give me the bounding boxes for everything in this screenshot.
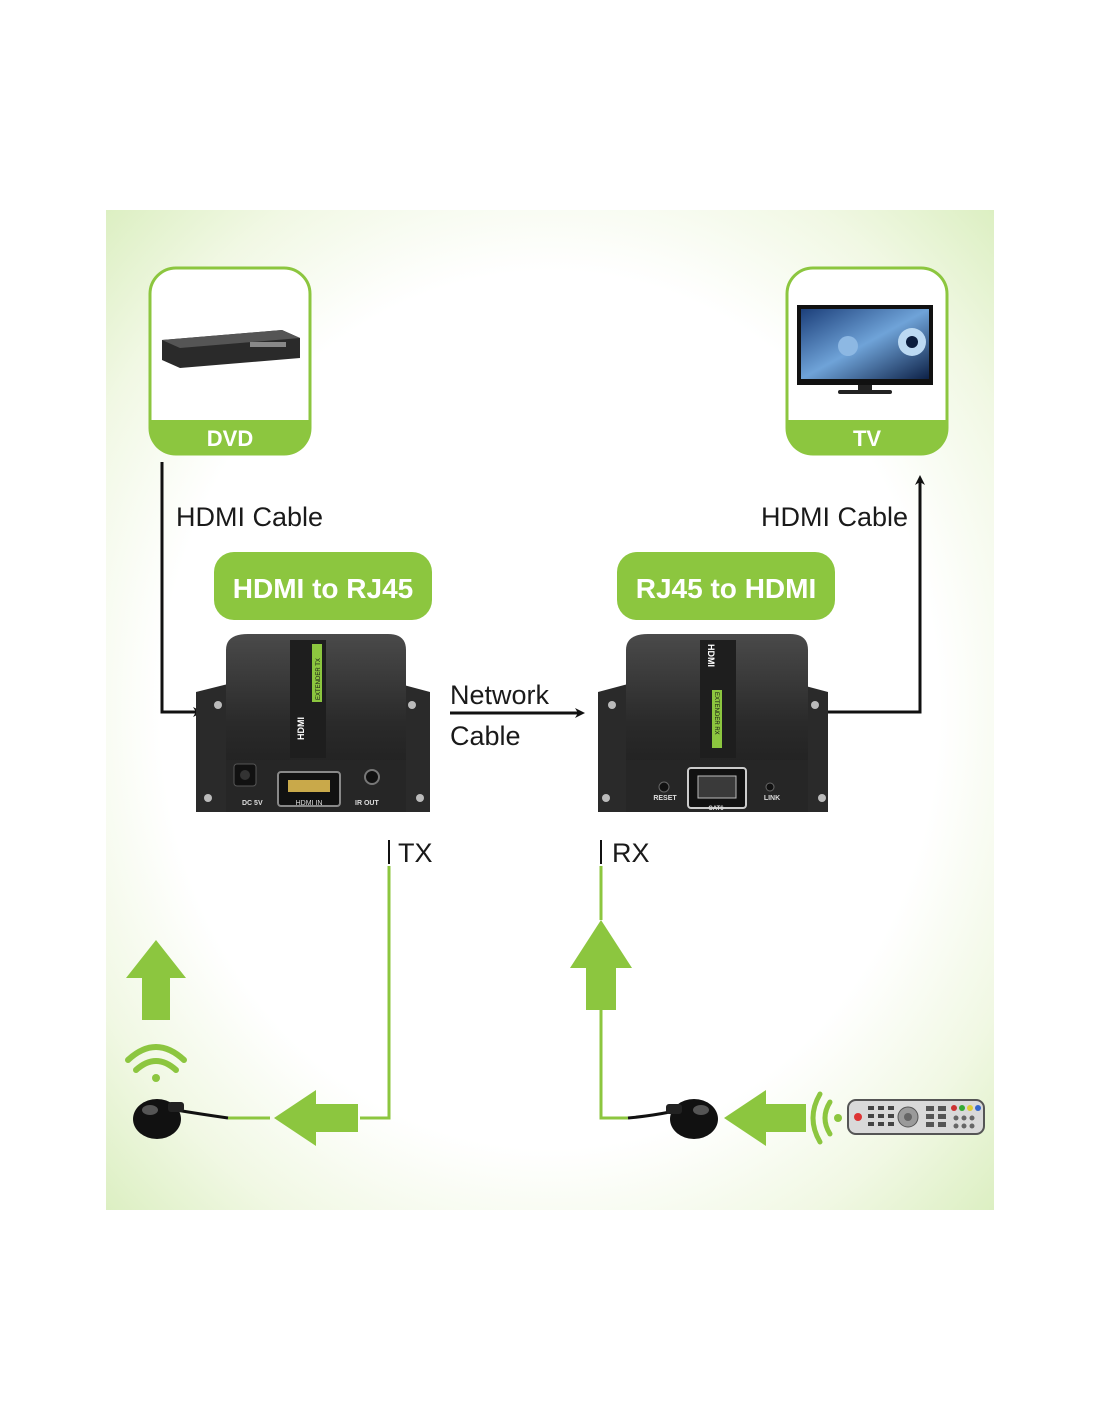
hdmi-cable-left-line xyxy=(160,462,203,717)
tv-icon xyxy=(797,305,933,394)
hdmi-cable-right-label: HDMI Cable xyxy=(761,502,908,532)
ir-signal-left-arrow-tx xyxy=(274,1090,358,1146)
network-cable-label-line2: Cable xyxy=(450,721,521,751)
rx-ir-line xyxy=(599,866,628,1120)
svg-text:HDMI to RJ45: HDMI to RJ45 xyxy=(233,573,413,604)
svg-text:HDMI: HDMI xyxy=(296,717,306,740)
svg-text:EXTENDER RX: EXTENDER RX xyxy=(713,692,719,735)
svg-text:RJ45 to HDMI: RJ45 to HDMI xyxy=(636,573,816,604)
svg-text:DC 5V: DC 5V xyxy=(242,800,263,807)
svg-text:RESET: RESET xyxy=(653,795,677,802)
rx-extender-unit: HDMI EXTENDER RX RESET CAT6 LINK xyxy=(598,634,828,812)
tx-ir-line xyxy=(360,866,391,1120)
hdmi-cable-left-label: HDMI Cable xyxy=(176,502,323,532)
remote-control-icon xyxy=(847,1099,985,1135)
svg-text:LINK: LINK xyxy=(764,795,780,802)
dvd-card: DVD xyxy=(148,266,312,456)
ir-receiver-icon xyxy=(627,1099,718,1139)
svg-text:HDMI IN: HDMI IN xyxy=(296,800,323,807)
tx-label: TX xyxy=(398,838,433,868)
tv-card: TV xyxy=(785,266,949,456)
tx-extender-unit: HDMI EXTENDER TX DC 5V HDMI IN IR OUT xyxy=(196,634,430,812)
rx-label: RX xyxy=(612,838,650,868)
svg-text:EXTENDER TX: EXTENDER TX xyxy=(316,658,322,700)
tx-title-badge: HDMI to RJ45 xyxy=(214,552,432,620)
svg-text:CAT6: CAT6 xyxy=(708,806,724,812)
svg-text:HDMI: HDMI xyxy=(706,644,716,667)
ir-signal-up-arrow-right xyxy=(570,920,632,1010)
wireless-signal-icon xyxy=(125,1044,187,1082)
ir-emitter-icon xyxy=(133,1099,229,1139)
dvd-label: DVD xyxy=(207,426,253,451)
network-cable-label-line1: Network xyxy=(450,680,550,710)
svg-text:IR OUT: IR OUT xyxy=(355,800,379,807)
hdmi-cable-right-line xyxy=(818,475,925,714)
ir-signal-left-arrow-rx xyxy=(724,1090,806,1146)
tv-label: TV xyxy=(853,426,881,451)
ir-signal-up-arrow-left xyxy=(126,940,186,1020)
dvd-player-icon xyxy=(162,330,300,368)
remote-signal-icon xyxy=(810,1091,842,1145)
rx-title-badge: RJ45 to HDMI xyxy=(617,552,835,620)
